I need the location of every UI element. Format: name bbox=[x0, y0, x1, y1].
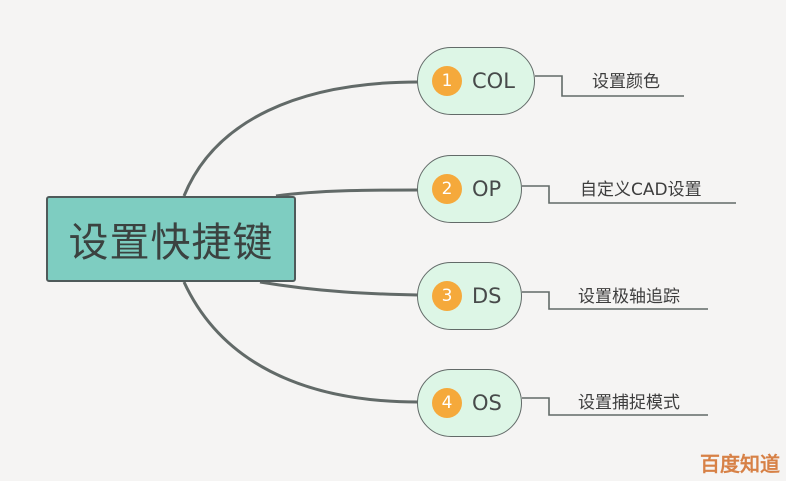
root-node[interactable]: 设置快捷键 bbox=[46, 196, 296, 282]
branch-description-ds[interactable]: 设置极轴追踪 bbox=[578, 287, 680, 307]
branch-code-label: COL bbox=[472, 69, 515, 93]
connector-root-ds bbox=[259, 280, 419, 297]
branch-node-ds[interactable]: 3 DS bbox=[417, 262, 522, 330]
connector-os-desc bbox=[522, 397, 708, 416]
branch-description-os[interactable]: 设置捕捉模式 bbox=[578, 393, 680, 413]
connector-root-os bbox=[182, 281, 419, 404]
connector-ds-desc bbox=[522, 291, 708, 310]
branch-node-col[interactable]: 1 COL bbox=[417, 47, 535, 115]
branch-node-os[interactable]: 4 OS bbox=[417, 369, 522, 437]
branch-description-col[interactable]: 设置颜色 bbox=[592, 72, 660, 92]
root-node-label: 设置快捷键 bbox=[68, 220, 274, 266]
branch-number-badge: 1 bbox=[432, 66, 462, 96]
watermark-logo: 百度知道 bbox=[700, 452, 780, 476]
branch-number-badge: 2 bbox=[432, 174, 462, 204]
branch-number-badge: 4 bbox=[432, 388, 462, 418]
branch-node-op[interactable]: 2 OP bbox=[417, 155, 522, 223]
connector-op-desc bbox=[522, 185, 736, 204]
connector-root-op bbox=[275, 188, 419, 198]
branch-code-label: DS bbox=[472, 284, 502, 308]
connector-col-desc bbox=[535, 75, 684, 97]
branch-code-label: OP bbox=[472, 177, 502, 201]
connector-root-col bbox=[182, 80, 419, 197]
branch-description-op[interactable]: 自定义CAD设置 bbox=[580, 180, 702, 200]
branch-code-label: OS bbox=[472, 391, 502, 415]
branch-number-badge: 3 bbox=[432, 281, 462, 311]
